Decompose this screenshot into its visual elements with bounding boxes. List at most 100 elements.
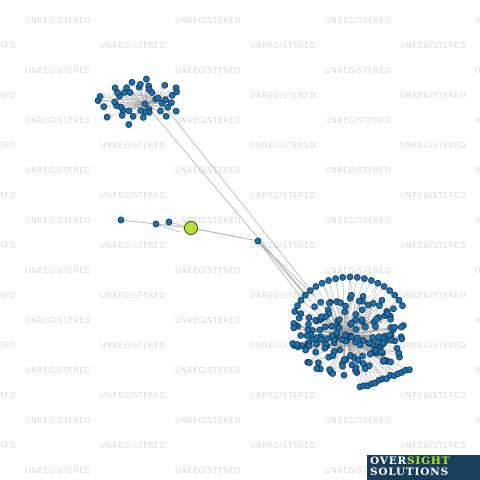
- network-node[interactable]: [393, 344, 401, 352]
- network-node[interactable]: [294, 302, 301, 310]
- network-node[interactable]: [336, 346, 344, 354]
- network-node[interactable]: [297, 296, 305, 304]
- network-node[interactable]: [348, 333, 355, 341]
- network-node[interactable]: [358, 316, 366, 324]
- network-node[interactable]: [306, 287, 314, 294]
- network-node[interactable]: [341, 308, 349, 316]
- network-node[interactable]: [325, 277, 332, 284]
- network-node[interactable]: [297, 332, 305, 339]
- network-node[interactable]: [378, 348, 385, 356]
- network-node[interactable]: [125, 121, 133, 128]
- network-node[interactable]: [157, 107, 164, 115]
- network-node[interactable]: [305, 342, 313, 350]
- network-node[interactable]: [126, 89, 134, 96]
- network-node[interactable]: [398, 323, 405, 331]
- network-node[interactable]: [366, 350, 374, 358]
- network-node[interactable]: [340, 355, 348, 363]
- network-node[interactable]: [317, 336, 325, 343]
- network-node[interactable]: [376, 302, 383, 310]
- network-node[interactable]: [341, 331, 349, 339]
- network-node[interactable]: [317, 298, 325, 306]
- network-node[interactable]: [352, 311, 360, 318]
- network-node[interactable]: [339, 362, 346, 370]
- network-node[interactable]: [305, 314, 313, 321]
- network-node[interactable]: [326, 299, 333, 307]
- network-node[interactable]: [395, 296, 403, 304]
- network-node[interactable]: [305, 320, 312, 328]
- network-node[interactable]: [361, 275, 368, 282]
- network-node[interactable]: [391, 323, 398, 331]
- network-node[interactable]: [335, 324, 343, 332]
- network-node[interactable]: [328, 332, 336, 340]
- network-node[interactable]: [290, 324, 298, 332]
- network-node[interactable]: [352, 325, 360, 333]
- network-node[interactable]: [359, 337, 367, 344]
- network-node[interactable]: [342, 302, 349, 310]
- network-node[interactable]: [303, 332, 311, 339]
- network-node[interactable]: [340, 371, 348, 379]
- network-node[interactable]: [161, 81, 169, 89]
- network-node[interactable]: [315, 359, 322, 367]
- network-node[interactable]: [391, 291, 399, 299]
- network-node[interactable]: [348, 361, 356, 369]
- network-node[interactable]: [293, 341, 301, 348]
- network-node[interactable]: [317, 313, 325, 321]
- network-node[interactable]: [335, 316, 343, 324]
- network-node[interactable]: [313, 341, 320, 348]
- network-node[interactable]: [318, 279, 326, 287]
- network-node[interactable]: [173, 88, 180, 96]
- network-node[interactable]: [378, 296, 386, 304]
- network-node[interactable]: [154, 94, 162, 102]
- network-node[interactable]: [128, 79, 136, 86]
- network-node[interactable]: [326, 366, 334, 373]
- network-node[interactable]: [383, 310, 391, 317]
- network-node[interactable]: [172, 107, 180, 115]
- network-node[interactable]: [398, 335, 406, 343]
- network-node[interactable]: [380, 283, 388, 290]
- network-node[interactable]: [328, 322, 335, 330]
- network-node[interactable]: [167, 99, 175, 107]
- network-node[interactable]: [374, 279, 382, 287]
- network-node[interactable]: [291, 308, 299, 315]
- network-node[interactable]: [321, 344, 329, 352]
- network-node[interactable]: [316, 326, 324, 334]
- network-node[interactable]: [168, 92, 176, 99]
- network-node[interactable]: [338, 336, 346, 344]
- network-node[interactable]: [380, 357, 387, 365]
- network-node[interactable]: [162, 112, 170, 120]
- network-node[interactable]: [364, 301, 372, 309]
- network-node[interactable]: [164, 104, 172, 111]
- network-node[interactable]: [254, 237, 262, 245]
- network-node[interactable]: [141, 100, 149, 108]
- network-node[interactable]: [374, 338, 382, 346]
- network-node[interactable]: [137, 107, 145, 114]
- network-node[interactable]: [390, 305, 397, 313]
- network-node[interactable]: [100, 103, 108, 110]
- network-node[interactable]: [139, 114, 147, 121]
- network-node[interactable]: [137, 80, 144, 88]
- network-node[interactable]: [301, 291, 309, 299]
- network-node[interactable]: [361, 365, 369, 373]
- network-node[interactable]: [125, 107, 133, 115]
- network-node[interactable]: [312, 283, 320, 290]
- network-node[interactable]: [332, 275, 339, 282]
- network-node[interactable]: [372, 323, 379, 330]
- network-node[interactable]: [353, 274, 361, 281]
- network-node[interactable]: [336, 299, 344, 306]
- network-node[interactable]: [355, 297, 363, 305]
- network-node[interactable]: [143, 75, 150, 83]
- network-node[interactable]: [348, 319, 356, 327]
- network-node[interactable]: [111, 98, 119, 106]
- network-node[interactable]: [373, 315, 380, 323]
- network-node[interactable]: [375, 333, 383, 341]
- network-node[interactable]: [386, 287, 394, 294]
- network-node[interactable]: [347, 352, 354, 359]
- network-node[interactable]: [369, 334, 377, 341]
- network-node[interactable]: [387, 336, 395, 344]
- network-node[interactable]: [96, 93, 104, 100]
- network-node[interactable]: [148, 89, 156, 96]
- network-node[interactable]: [312, 348, 320, 356]
- network-node[interactable]: [358, 306, 366, 314]
- network-node[interactable]: [302, 346, 309, 354]
- network-node[interactable]: [406, 366, 413, 374]
